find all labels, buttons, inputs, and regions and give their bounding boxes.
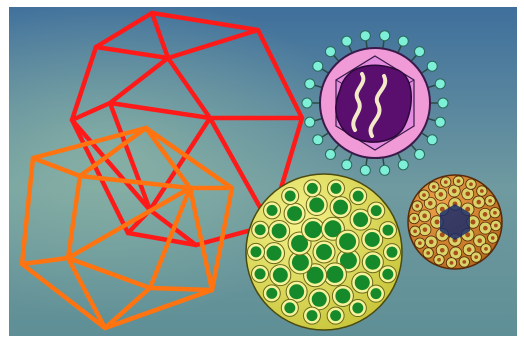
capsomer bbox=[309, 198, 324, 213]
capsomer bbox=[284, 302, 295, 313]
capsomer bbox=[483, 226, 488, 231]
capsomer bbox=[435, 220, 440, 225]
capsomer bbox=[423, 227, 428, 232]
spike-head bbox=[325, 47, 335, 57]
spike-head bbox=[398, 160, 408, 170]
small-spherical-capsid bbox=[408, 175, 502, 269]
spike-head bbox=[435, 117, 445, 127]
capsomer bbox=[476, 200, 481, 205]
capsomer bbox=[333, 200, 348, 215]
capsomer bbox=[462, 260, 466, 264]
capsomer bbox=[292, 254, 309, 271]
capsomer bbox=[477, 238, 482, 243]
capsomer bbox=[365, 232, 380, 247]
capsomer bbox=[418, 241, 422, 245]
capsomer bbox=[353, 191, 364, 202]
capsomer bbox=[429, 240, 434, 245]
spike-head bbox=[380, 31, 390, 41]
capsomer bbox=[444, 180, 448, 184]
spike-head bbox=[342, 36, 352, 46]
large-spherical-capsid bbox=[246, 174, 402, 330]
capsomer bbox=[493, 211, 497, 215]
spike-head bbox=[435, 79, 445, 89]
capsomer bbox=[386, 247, 397, 258]
spike-head bbox=[415, 47, 425, 57]
capsomer bbox=[413, 229, 417, 233]
capsomer bbox=[439, 192, 444, 197]
capsomer bbox=[353, 212, 368, 227]
capsomer bbox=[285, 190, 296, 201]
capsomer bbox=[272, 223, 287, 238]
capsomer bbox=[450, 261, 454, 265]
capsomer bbox=[382, 269, 393, 280]
capsomer bbox=[371, 205, 382, 216]
capsomer bbox=[452, 189, 457, 194]
spike-head bbox=[313, 135, 323, 145]
capsomer bbox=[471, 220, 476, 225]
capsomer bbox=[307, 310, 318, 321]
capsomer bbox=[287, 206, 302, 221]
spike-head bbox=[313, 61, 323, 71]
capsomer bbox=[266, 288, 277, 299]
capsomer bbox=[480, 189, 484, 193]
capsomer bbox=[339, 233, 356, 250]
viral-core bbox=[336, 65, 411, 142]
capsomer bbox=[273, 268, 288, 283]
capsomer bbox=[484, 247, 488, 251]
capsomer bbox=[428, 201, 433, 206]
capsomer bbox=[483, 212, 488, 217]
spike-head bbox=[438, 98, 448, 108]
capsomer bbox=[316, 244, 332, 260]
spike-head bbox=[380, 165, 390, 175]
capsomer bbox=[267, 205, 278, 216]
capsomer bbox=[312, 292, 327, 307]
spike-head bbox=[302, 98, 312, 108]
spike-head bbox=[325, 149, 335, 159]
capsomer bbox=[305, 221, 322, 238]
spike-head bbox=[360, 31, 370, 41]
spike-head bbox=[427, 135, 437, 145]
capsomer bbox=[382, 225, 393, 236]
spike-head bbox=[427, 61, 437, 71]
capsomer bbox=[453, 251, 458, 256]
capsomer bbox=[469, 182, 473, 186]
capsomer bbox=[437, 258, 441, 262]
capsomer bbox=[251, 246, 262, 257]
capsomer bbox=[426, 251, 430, 255]
capsomer bbox=[370, 288, 381, 299]
capsomer bbox=[335, 288, 350, 303]
capsomer bbox=[432, 185, 436, 189]
capsomer bbox=[488, 199, 492, 203]
capsomer bbox=[415, 204, 419, 208]
capsomer bbox=[352, 303, 363, 314]
capsomer bbox=[355, 275, 370, 290]
capsomer bbox=[494, 224, 498, 228]
capsomer bbox=[330, 310, 341, 321]
capsomer bbox=[440, 248, 445, 253]
capsomer bbox=[255, 268, 266, 279]
spike-head bbox=[415, 149, 425, 159]
spike-head bbox=[342, 160, 352, 170]
spike-head bbox=[360, 165, 370, 175]
spike-head bbox=[398, 36, 408, 46]
capsomer bbox=[289, 284, 304, 299]
capsomer bbox=[267, 246, 282, 261]
capsomer bbox=[457, 179, 461, 183]
spike-head bbox=[305, 79, 315, 89]
capsomer bbox=[330, 183, 341, 194]
capsomer bbox=[365, 255, 380, 270]
capsomer bbox=[326, 266, 343, 283]
capsomer bbox=[422, 214, 427, 219]
capsomer bbox=[412, 217, 416, 221]
spike-head bbox=[305, 117, 315, 127]
capsomer bbox=[307, 183, 318, 194]
capsomer bbox=[465, 191, 470, 196]
capsomer bbox=[491, 236, 495, 240]
capsomer bbox=[422, 193, 426, 197]
capsomer bbox=[467, 247, 472, 252]
capsomer bbox=[255, 224, 266, 235]
capsomer bbox=[474, 255, 478, 259]
